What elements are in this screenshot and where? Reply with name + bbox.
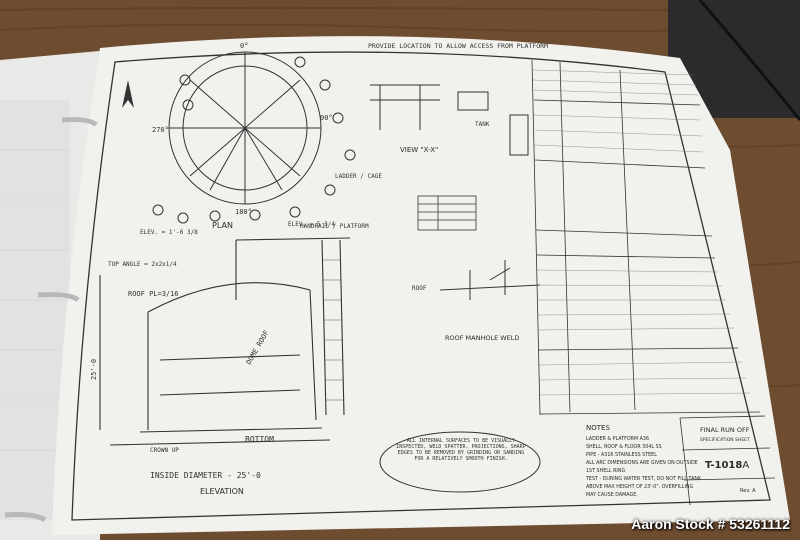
title-block-title: FINAL RUN OFF	[700, 426, 750, 434]
view-x-x	[370, 84, 529, 156]
view-x-x-label: VIEW "X-X"	[400, 146, 438, 154]
elevation-view	[99, 237, 351, 446]
title-block	[679, 415, 776, 506]
angle-270-label: 270°	[152, 126, 169, 134]
roof-manhole-label: ROOF MANHOLE WELD	[445, 334, 519, 342]
spec-table-rows	[532, 69, 751, 396]
tank-number: T-1018A	[705, 460, 749, 471]
angle-90-label: 90°	[320, 114, 333, 122]
note-4: ALL ARC DIMENSIONS ARE GIVEN ON OUTSIDE	[586, 460, 698, 466]
drawing-sheet	[52, 36, 790, 535]
diameter-label: INSIDE DIAMETER - 25'-0	[150, 471, 261, 480]
watermark: Aaron Stock # 53261112	[631, 516, 790, 532]
weld-note: ALL INTERNAL SURFACES TO BE VISUALLY INS…	[396, 438, 526, 462]
north-arrow-icon	[122, 80, 134, 108]
tank-number-text: T-1018	[705, 460, 742, 471]
note-5: 1ST SHELL RING	[586, 468, 625, 474]
note-2: SHELL, ROOF & FLOOR 304L SS	[586, 444, 662, 450]
note-8: MAY CAUSE DAMAGE.	[586, 492, 638, 498]
angle-0-label: 0°	[240, 42, 248, 50]
note-3: PIPE - A316 STAINLESS STEEL	[586, 452, 657, 458]
roof-pl-label: ROOF PL=3/16	[128, 290, 179, 298]
roof-label: ROOF	[412, 285, 427, 292]
provide-note: PROVIDE LOCATION TO ALLOW ACCESS FROM PL…	[368, 42, 548, 50]
provide-note-text: PROVIDE LOCATION TO ALLOW ACCESS FROM PL…	[368, 42, 548, 50]
spec-table	[531, 59, 761, 416]
plan-view	[152, 51, 356, 224]
note-7: ABOVE MAX HEIGHT OF 23'-0". OVERFILLING	[586, 484, 693, 490]
angle-180-label: 180°	[235, 208, 252, 216]
note-6: TEST - DURING WATER TEST, DO NOT FILL TA…	[585, 476, 702, 482]
angle-table	[417, 195, 477, 231]
elev-2-label: ELEV. = 5 3/4	[288, 221, 335, 228]
bottom-label: BOTTOM	[245, 435, 274, 444]
binder-rings	[4, 117, 98, 523]
dim-25-label: 25'-0	[90, 359, 98, 380]
tank-revision-letter: A	[742, 460, 749, 471]
note-1: LADDER & PLATFORM A36	[586, 436, 649, 442]
top-angle-label: TOP ANGLE = 2x2x1/4	[108, 261, 177, 268]
notes-heading: NOTES	[586, 424, 610, 432]
plan-label: PLAN	[212, 221, 233, 230]
revision-label: Rev. A	[740, 488, 756, 494]
ladder-label: LADDER / CAGE	[335, 173, 382, 180]
title-block-subtitle: SPECIFICATION SHEET	[700, 437, 750, 443]
ladder-rungs	[323, 259, 343, 401]
tank-label: TANK	[475, 121, 490, 128]
manhole-weld-detail	[439, 260, 541, 300]
elev-1-label: ELEV. = 1'-6 3/8	[140, 229, 198, 236]
crown-label: CROWN UP	[150, 447, 179, 454]
weld-note-cloud	[379, 431, 541, 493]
elevation-label: ELEVATION	[200, 487, 244, 496]
handrail-label: HANDRAIL / PLATFORM	[300, 223, 369, 230]
